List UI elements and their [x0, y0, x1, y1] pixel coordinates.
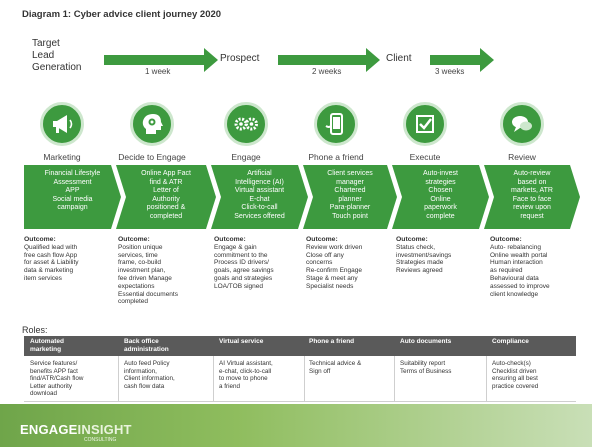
chevron-text-decide: Online App Fact find & ATR Letter of Aut… — [141, 170, 191, 220]
chevron-execute: Auto-invest strategies Chosen Online pap… — [392, 165, 489, 229]
arrow-stage-1 — [104, 48, 218, 72]
chevron-text-phone: Client services manager Chartered planne… — [327, 170, 373, 220]
checklist-icon — [403, 102, 447, 146]
roles-header-phone-a-friend: Phone a friend — [309, 338, 355, 345]
chevron-text-marketing: Financial Lifestyle Assessment APP Socia… — [44, 170, 101, 212]
duration-1: 1 week — [145, 67, 171, 76]
outcome-text: Qualified lead with free cash flow App f… — [24, 243, 79, 282]
roles-header-virtual-service: Virtual service — [219, 338, 264, 345]
outcome-label: Outcome: — [306, 236, 338, 243]
outcome-marketing: Outcome:Qualified lead with free cash fl… — [24, 236, 112, 283]
outcome-label: Outcome: — [396, 236, 428, 243]
stage-prospect: Prospect — [220, 53, 260, 64]
roles-divider — [304, 356, 305, 402]
step-phone-a-friend: Phone a friend — [308, 152, 364, 162]
chevron-decide-to-engage: Online App Fact find & ATR Letter of Aut… — [116, 165, 216, 229]
arrow-stage-2 — [278, 48, 380, 72]
roles-divider — [394, 356, 395, 402]
roles-cell-compliance: Auto-check(s) Checklist driven ensuring … — [492, 360, 539, 390]
step-engage: Engage — [231, 152, 261, 162]
outcome-text: Position unique services, time frame, co… — [118, 243, 178, 306]
outcome-text: Review work driven Close off any concern… — [306, 243, 363, 290]
chevron-text-execute: Auto-invest strategies Chosen Online pap… — [422, 170, 459, 220]
brand-part-2: INSIGHT — [77, 422, 132, 437]
chevron-phone-a-friend: Client services manager Chartered planne… — [303, 165, 397, 229]
duration-2: 2 weeks — [312, 67, 342, 76]
roles-header-auto-documents: Auto documents — [400, 338, 452, 345]
outcome-label: Outcome: — [118, 236, 150, 243]
roles-header-automated-marketing: Automated marketing — [30, 338, 64, 353]
outcome-review: Outcome:Auto- rebalancing Online wealth … — [490, 236, 578, 298]
chevron-engage: Artificial Intelligence (AI) Virtual ass… — [211, 165, 308, 229]
outcome-label: Outcome: — [24, 236, 56, 243]
roles-divider — [486, 356, 487, 402]
brand-tagline: CONSULTING — [84, 437, 117, 443]
gears-icon — [224, 102, 268, 146]
roles-bottom-rule — [24, 401, 576, 402]
roles-cell-back-office: Auto feed Policy information, Client inf… — [124, 360, 175, 390]
outcome-engage: Outcome:Engage & gain commitment to the … — [214, 236, 302, 291]
megaphone-icon — [40, 102, 84, 146]
diagram-title: Diagram 1: Cyber advice client journey 2… — [22, 9, 222, 20]
brand-part-1: ENGAGE — [20, 422, 78, 437]
brand-logo: ENGAGEINSIGHT — [20, 422, 132, 437]
roles-cell-virtual-service: AI Virtual assistant, e-chat, click-to-c… — [219, 360, 273, 390]
chevron-text-engage: Artificial Intelligence (AI) Virtual ass… — [234, 170, 285, 220]
step-execute: Execute — [409, 152, 441, 162]
duration-3: 3 weeks — [435, 67, 465, 76]
roles-header-bar — [24, 336, 576, 356]
roles-divider — [118, 356, 119, 402]
stage-target-lead-generation: Target Lead Generation — [32, 38, 82, 73]
step-review: Review — [508, 152, 536, 162]
roles-cell-auto-documents: Suitability report Terms of Business — [400, 360, 452, 375]
phone-icon — [314, 102, 358, 146]
roles-divider — [213, 356, 214, 402]
step-marketing: Marketing — [43, 152, 81, 162]
outcome-text: Status check, investment/savings Strateg… — [396, 243, 452, 275]
roles-header-back-office: Back office administration — [124, 338, 169, 353]
arrow-stage-3 — [430, 48, 494, 72]
outcome-label: Outcome: — [490, 236, 522, 243]
outcome-phone-a-friend: Outcome:Review work driven Close off any… — [306, 236, 394, 291]
chevron-marketing: Financial Lifestyle Assessment APP Socia… — [24, 165, 121, 229]
head-gears-icon — [130, 102, 174, 146]
roles-cell-automated-marketing: Service features/ benefits APP fact find… — [30, 360, 84, 398]
chevron-text-review: Auto-review based on markets, ATR Face t… — [511, 170, 553, 220]
roles-cell-phone-a-friend: Technical advice & Sign off — [309, 360, 362, 375]
chevron-review: Auto-review based on markets, ATR Face t… — [484, 165, 580, 229]
stage-client: Client — [386, 53, 412, 64]
outcome-label: Outcome: — [214, 236, 246, 243]
outcome-text: Engage & gain commitment to the Process … — [214, 243, 274, 290]
footer-banner — [0, 404, 592, 447]
step-decide-to-engage: Decide to Engage — [118, 152, 186, 162]
roles-header-compliance: Compliance — [492, 338, 529, 345]
outcome-execute: Outcome:Status check, investment/savings… — [396, 236, 484, 275]
outcome-text: Auto- rebalancing Online wealth portal H… — [490, 243, 550, 298]
speech-bubbles-icon — [500, 102, 544, 146]
roles-label: Roles: — [22, 325, 48, 335]
outcome-decide-to-engage: Outcome:Position unique services, time f… — [118, 236, 206, 306]
